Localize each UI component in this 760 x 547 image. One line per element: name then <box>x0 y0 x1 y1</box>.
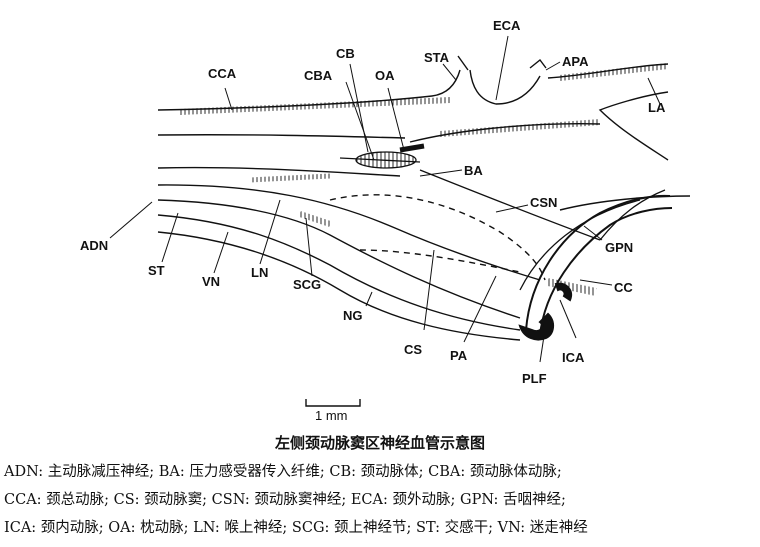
label-scg: SCG <box>293 277 321 292</box>
label-oa: OA <box>375 68 395 83</box>
label-cca: CCA <box>208 66 237 81</box>
abbreviation-legend: ADN: 主动脉减压神经; BA: 压力感受器传入纤维; CB: 颈动脉体; C… <box>4 458 758 542</box>
label-ln: LN <box>251 265 268 280</box>
legend-line: CCA: 颈总动脉; CS: 颈动脉窦; CSN: 颈动脉窦神经; ECA: 颈… <box>4 492 566 508</box>
legend-line: ADN: 主动脉减压神经; BA: 压力感受器传入纤维; CB: 颈动脉体; C… <box>4 464 562 480</box>
scale-bar: 1 mm <box>305 399 361 420</box>
common-carotid-artery <box>157 69 461 139</box>
label-vn: VN <box>202 274 220 289</box>
external-carotid-artery <box>409 55 669 161</box>
label-cc: CC <box>614 280 633 295</box>
label-ba: BA <box>464 163 483 178</box>
nerves <box>419 169 691 291</box>
label-adn: ADN <box>80 238 108 253</box>
structure-labels: ECA CB STA APA CCA CBA OA LA BA CSN GPN … <box>80 18 666 386</box>
label-pa: PA <box>450 348 468 363</box>
label-ng: NG <box>343 308 363 323</box>
label-la: LA <box>648 100 666 115</box>
sinus-and-internal-carotid <box>157 166 546 341</box>
petrous-loop <box>518 282 572 341</box>
figure-title: 左侧颈动脉窦区神经血管示意图 <box>274 434 485 452</box>
label-eca: ECA <box>493 18 521 33</box>
label-apa: APA <box>562 54 589 69</box>
label-ica: ICA <box>562 350 585 365</box>
label-cba: CBA <box>304 68 333 83</box>
label-sta: STA <box>424 50 450 65</box>
label-cb: CB <box>336 46 355 61</box>
scale-bar-label: 1 mm <box>315 408 348 420</box>
label-st: ST <box>148 263 165 278</box>
label-cs: CS <box>404 342 422 357</box>
label-plf: PLF <box>522 371 547 386</box>
label-gpn: GPN <box>605 240 633 255</box>
neurovascular-diagram: ECA CB STA APA CCA CBA OA LA BA CSN GPN … <box>80 18 691 420</box>
leader-lines <box>109 35 661 363</box>
legend-line: ICA: 颈内动脉; OA: 枕动脉; LN: 喉上神经; SCG: 颈上神经节… <box>4 520 588 536</box>
carotid-body <box>339 143 425 169</box>
label-csn: CSN <box>530 195 557 210</box>
